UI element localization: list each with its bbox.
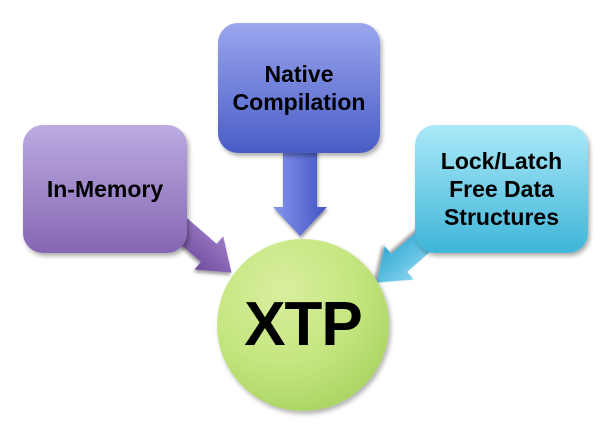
node-in-memory-label: In-Memory — [46, 175, 164, 202]
node-native-compilation: Native Compilation — [218, 23, 380, 153]
node-lock-latch-label: Lock/Latch Free Data Structures — [440, 147, 563, 231]
node-lock-latch-free-data-structures: Lock/Latch Free Data Structures — [415, 125, 588, 253]
node-in-memory: In-Memory — [23, 125, 187, 253]
node-xtp-label: XTP — [244, 290, 363, 360]
arrow-native-compilation-to-xtp — [273, 140, 327, 236]
node-xtp-center-circle: XTP — [217, 239, 389, 411]
node-native-compilation-label: Native Compilation — [232, 60, 366, 115]
